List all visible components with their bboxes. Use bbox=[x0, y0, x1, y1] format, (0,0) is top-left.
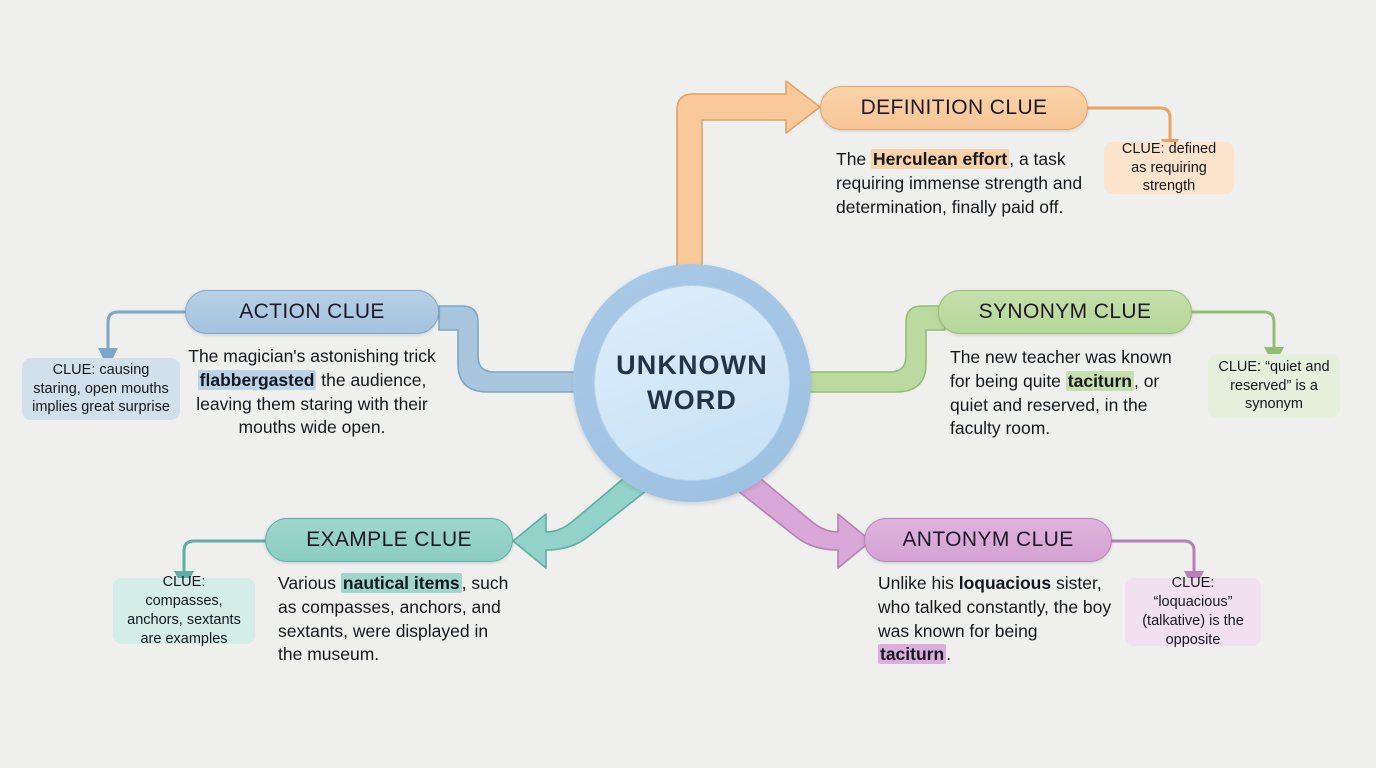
sentence-text: The bbox=[836, 149, 872, 169]
clue-text: CLUE: “quiet and reserved” is a synonym bbox=[1218, 358, 1330, 413]
connector-antonym bbox=[732, 472, 872, 569]
branch-pill-definition[interactable]: DEFINITION CLUE bbox=[820, 86, 1088, 130]
branch-sentence-antonym: Unlike his loquacious sister, who talked… bbox=[878, 572, 1114, 667]
callout-arrow-action bbox=[106, 310, 187, 352]
sentence-text: , a task requiring immense strength and … bbox=[836, 149, 1083, 217]
branch-pill-synonym[interactable]: SYNONYM CLUE bbox=[938, 290, 1192, 334]
keyword-highlight: taciturn bbox=[1065, 370, 1134, 391]
sentence-text: sister, who talked constantly, the boy w… bbox=[878, 573, 1112, 641]
connector-synonym bbox=[797, 305, 946, 393]
connector-definition bbox=[676, 80, 821, 291]
sentence-text: , such as compasses, anchors, and sextan… bbox=[278, 573, 509, 665]
branch-title-synonym: SYNONYM CLUE bbox=[978, 300, 1152, 323]
center-label-line1: UNKNOWN bbox=[616, 350, 768, 381]
clue-text: CLUE: causing staring, open mouths impli… bbox=[32, 361, 170, 416]
branch-pill-antonym[interactable]: ANTONYM CLUE bbox=[864, 518, 1112, 562]
callout-arrow-antonym bbox=[1110, 539, 1196, 574]
sentence-text: Unlike his bbox=[878, 573, 959, 593]
sentence-text: The new teacher was known for being quit… bbox=[950, 347, 1172, 391]
sentence-text: the audience, leaving them staring with … bbox=[196, 369, 428, 438]
center-node-unknown-word[interactable]: UNKNOWN WORD bbox=[573, 264, 811, 502]
clue-box-synonym: CLUE: “quiet and reserved” is a synonym bbox=[1208, 354, 1340, 418]
branch-title-definition: DEFINITION CLUE bbox=[860, 96, 1048, 119]
sentence-text: The magician's astonishing trick bbox=[188, 346, 436, 366]
branch-sentence-example: Various nautical items, such as compasse… bbox=[278, 572, 510, 667]
clue-box-action: CLUE: causing staring, open mouths impli… bbox=[22, 358, 180, 420]
callout-arrow-example bbox=[182, 539, 267, 574]
center-node-label: UNKNOWN WORD bbox=[616, 348, 768, 417]
branch-title-example: EXAMPLE CLUE bbox=[306, 528, 472, 551]
connector-action bbox=[438, 305, 587, 393]
branch-sentence-synonym: The new teacher was known for being quit… bbox=[950, 346, 1184, 441]
keyword-bold: loquacious bbox=[958, 573, 1052, 593]
keyword-highlight: Herculean effort bbox=[871, 149, 1010, 169]
keyword-highlight: flabbergasted bbox=[197, 369, 317, 390]
branch-title-antonym: ANTONYM CLUE bbox=[902, 528, 1074, 551]
callout-arrow-definition bbox=[1086, 106, 1172, 142]
callout-arrow-synonym bbox=[1190, 310, 1276, 350]
branch-sentence-definition: The Herculean effort, a task requiring i… bbox=[836, 148, 1092, 219]
sentence-text: , or quiet and reserved, in the faculty … bbox=[950, 370, 1160, 439]
clue-text: CLUE: compasses, anchors, sextants are e… bbox=[127, 574, 241, 647]
connector-example bbox=[512, 472, 652, 569]
branch-pill-example[interactable]: EXAMPLE CLUE bbox=[265, 518, 513, 562]
clue-box-antonym: CLUE: “loquacious” (talkative) is the op… bbox=[1125, 575, 1261, 648]
keyword-highlight: nautical items bbox=[340, 573, 462, 593]
center-label-line2: WORD bbox=[647, 385, 737, 415]
sentence-text: Various bbox=[278, 573, 341, 593]
clue-box-example: CLUE: compasses, anchors, sextants are e… bbox=[113, 574, 255, 647]
keyword-highlight: taciturn bbox=[878, 644, 947, 665]
clue-box-definition: CLUE: defined as requiring strength bbox=[1104, 140, 1234, 195]
branch-sentence-action: The magician's astonishing trick flabber… bbox=[186, 345, 438, 440]
center-node-inner: UNKNOWN WORD bbox=[594, 285, 790, 481]
branch-pill-action[interactable]: ACTION CLUE bbox=[185, 290, 439, 334]
sentence-text: . bbox=[946, 644, 952, 665]
branch-title-action: ACTION CLUE bbox=[239, 300, 385, 323]
clue-text: CLUE: “loquacious” (talkative) is the op… bbox=[1142, 575, 1244, 648]
clue-text: CLUE: defined as requiring strength bbox=[1121, 140, 1217, 195]
